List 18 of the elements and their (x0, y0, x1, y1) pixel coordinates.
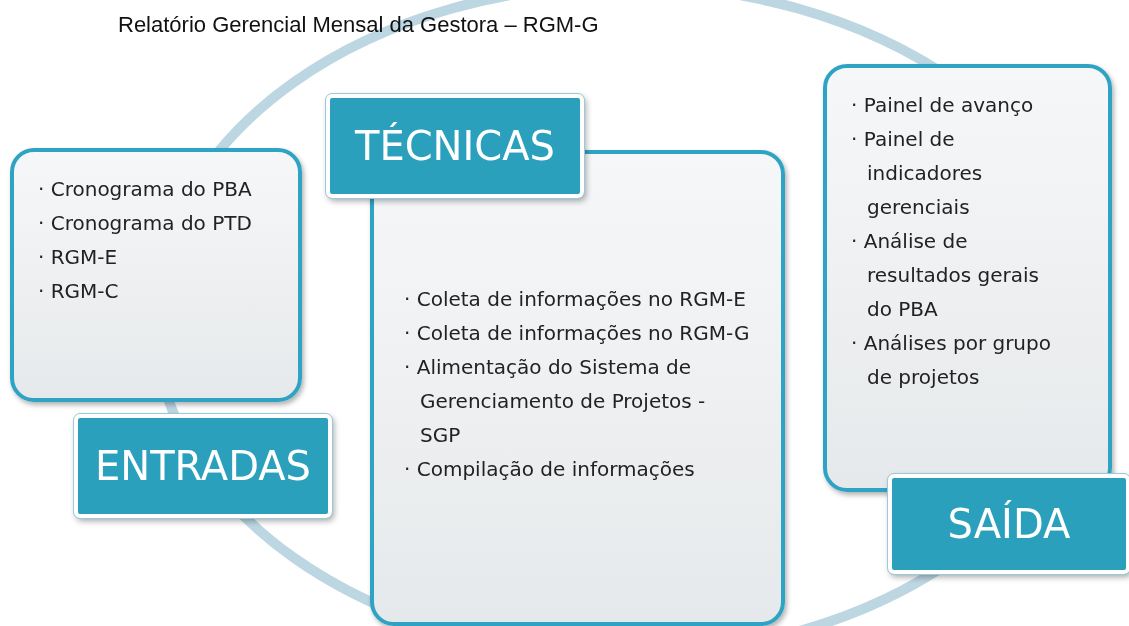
header-tab: SAÍDA (888, 474, 1129, 574)
bullet-item: · RGM-C (38, 278, 120, 305)
bullet-item: · Cronograma do PBA (38, 176, 253, 203)
bullet-item: · RGM-E (38, 244, 119, 271)
bullet-item: · Análise de resultados gerais do PBA (851, 228, 1040, 323)
bullet-item: · Coleta de informações no RGM-E (404, 286, 747, 313)
list-panel (823, 64, 1112, 492)
title: Relatório Gerencial Mensal da Gestora – RGM-G (118, 12, 599, 38)
list-panel (10, 148, 302, 402)
bullet-item: · Análises por grupo de projetos (851, 330, 1052, 391)
bullet-item: · Cronograma do PTD (38, 210, 253, 237)
bullet-item: · Painel de avanço (851, 92, 1035, 119)
bullet-item: · Alimentação do Sistema de Gerenciamento de Projetos - SGP (404, 354, 707, 449)
bullet-item: · Painel de indicadores gerenciais (851, 126, 984, 221)
header-tab: TÉCNICAS (326, 94, 584, 198)
bullet-item: · Compilação de informações (404, 456, 696, 483)
header-tab: ENTRADAS (74, 414, 332, 518)
bullet-item: · Coleta de informações no RGM-G (404, 320, 751, 347)
